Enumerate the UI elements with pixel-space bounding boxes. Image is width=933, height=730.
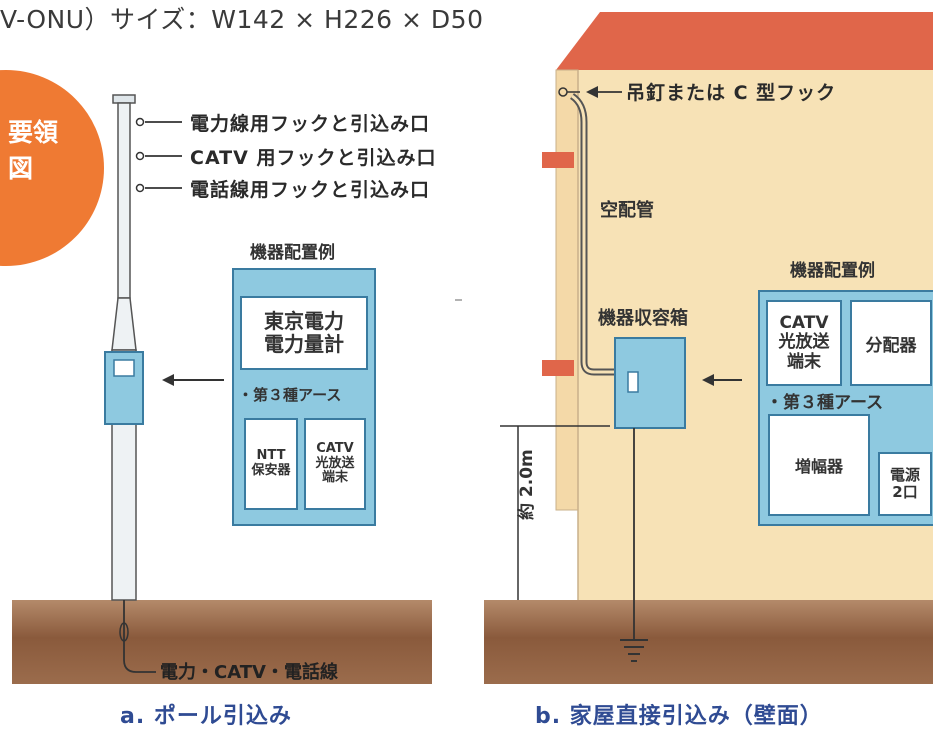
house-caption: b. 家屋直接引込み（壁面）	[535, 704, 823, 729]
house-earth-label: ・第３種アース	[766, 393, 884, 413]
page-title: V-ONU）サイズ：W142 × H226 × D50	[0, 5, 484, 34]
pole-cap	[112, 94, 136, 104]
house-catv-terminal-box: CATV 光放送 端末	[766, 300, 842, 386]
house-roof	[556, 12, 933, 70]
house-equipment-title: 機器配置例	[790, 261, 875, 281]
underground-cable	[123, 600, 156, 673]
pole-equipment-title: 機器配置例	[250, 243, 335, 263]
pole-caption: a. ポール引込み	[120, 704, 292, 729]
callout-phone-hook: 電話線用フックと引込み口	[190, 179, 431, 201]
pole-taper	[111, 297, 137, 351]
ntt-protector-box: NTT 保安器	[244, 418, 298, 510]
badge-line1: 要領	[8, 118, 59, 147]
pole-earth-label: ・第３種アース	[238, 386, 342, 404]
hook-label: 吊釘または C 型フック	[626, 82, 837, 104]
splitter-box: 分配器	[850, 300, 932, 386]
meter-box: 東京電力 電力量計	[240, 296, 368, 370]
height-label: 約 2.0m	[517, 449, 537, 520]
ground-left	[12, 600, 432, 684]
equipment-cabinet	[614, 337, 686, 429]
cable-label: 電力・CATV・電話線	[160, 662, 338, 683]
cabinet-label: 機器収容箱	[598, 308, 688, 329]
power-outlet-box: 電源 2口	[878, 452, 932, 516]
ground-right	[484, 600, 933, 684]
badge-label: 要領 図	[8, 115, 58, 188]
conduit-label: 空配管	[600, 200, 654, 221]
badge-line2: 図	[8, 154, 34, 184]
window-trim-upper	[542, 152, 574, 168]
badge-circle	[0, 70, 104, 266]
window-trim-lower	[542, 360, 574, 376]
house-ledge	[555, 69, 579, 511]
callout-power-hook: 電力線用フックと引込み口	[190, 113, 431, 135]
pole-upper	[117, 102, 131, 299]
amplifier-box: 増幅器	[768, 414, 870, 516]
pole-catv-terminal-box: CATV 光放送 端末	[304, 418, 366, 510]
callout-catv-hook: CATV 用フックと引込み口	[190, 147, 437, 169]
